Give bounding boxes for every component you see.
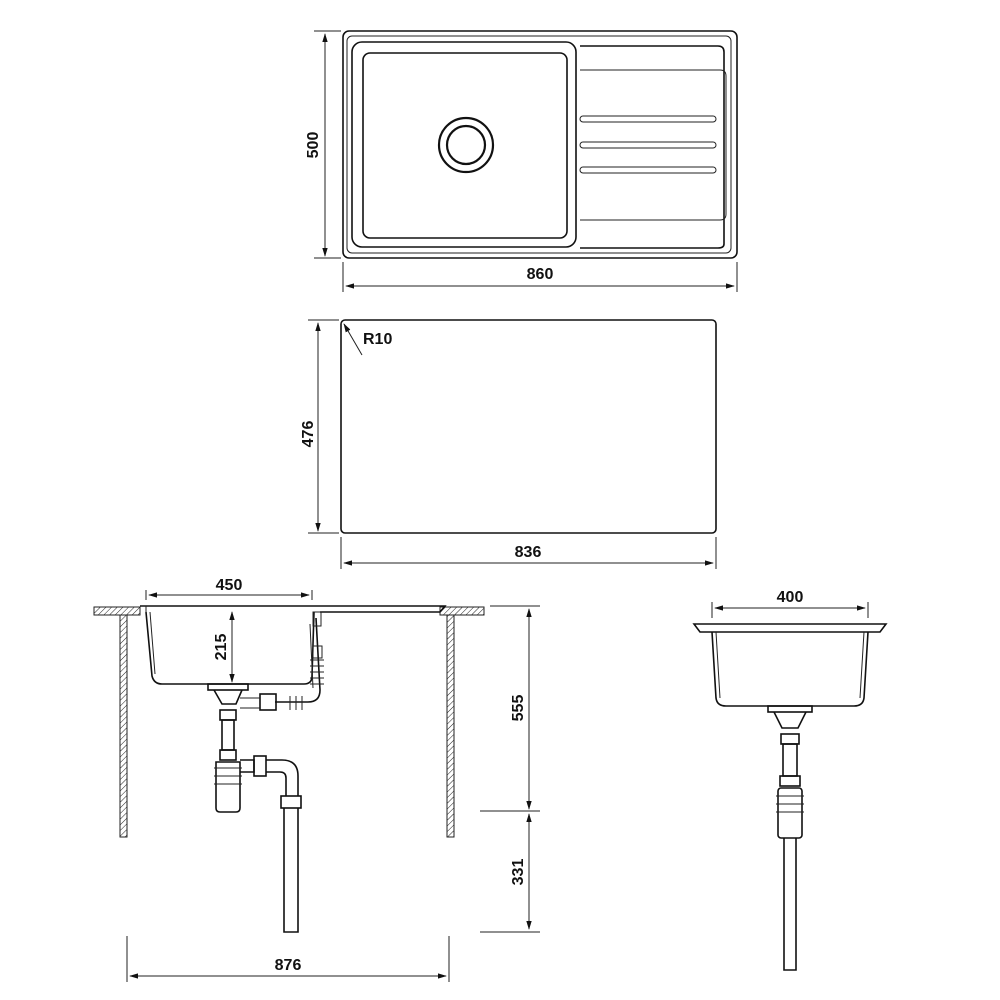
cutout-outline	[340, 319, 717, 534]
end-trap	[777, 787, 803, 839]
cutout-view: R10 476 836	[300, 319, 717, 569]
countertop-right	[439, 606, 485, 616]
end-rim	[692, 623, 888, 633]
label-331: 331	[510, 859, 527, 886]
end-drain-pipe	[783, 838, 797, 971]
radius-leader	[343, 323, 363, 356]
drain-inner-ring	[445, 124, 487, 166]
side-view: 450 215 555 331 876	[93, 577, 540, 982]
cabinet-wall-left	[119, 614, 128, 838]
drainer-grooves	[579, 115, 717, 174]
label-r10: R10	[363, 331, 392, 348]
trap-bend	[266, 759, 299, 796]
bottle-trap	[215, 761, 241, 813]
top-view: 500 860	[305, 30, 738, 292]
end-view: 400	[692, 589, 888, 971]
drain-outer-ring	[437, 116, 495, 174]
label-876: 876	[275, 957, 302, 974]
end-bowl	[711, 631, 869, 707]
label-555: 555	[510, 695, 527, 722]
sink-outer-rim	[342, 30, 738, 259]
overflow-ribs	[289, 659, 324, 710]
bowl-inner	[362, 52, 568, 239]
bowl-outer	[351, 41, 577, 248]
drain-pipe	[283, 808, 299, 933]
cabinet-wall-right	[446, 614, 455, 838]
drainer-inset	[580, 69, 727, 221]
label-215: 215	[213, 634, 230, 661]
sink-rim-profile	[140, 605, 447, 613]
countertop-left	[93, 606, 141, 616]
label-860: 860	[527, 266, 554, 283]
label-476: 476	[300, 421, 317, 448]
overflow-hose	[275, 617, 321, 703]
side-bowl	[145, 611, 315, 685]
label-836: 836	[515, 544, 542, 561]
label-450: 450	[216, 577, 243, 594]
label-500: 500	[305, 132, 322, 159]
drainer-board	[580, 45, 725, 249]
sink-inner-rim	[346, 35, 732, 254]
label-400: 400	[777, 589, 804, 606]
